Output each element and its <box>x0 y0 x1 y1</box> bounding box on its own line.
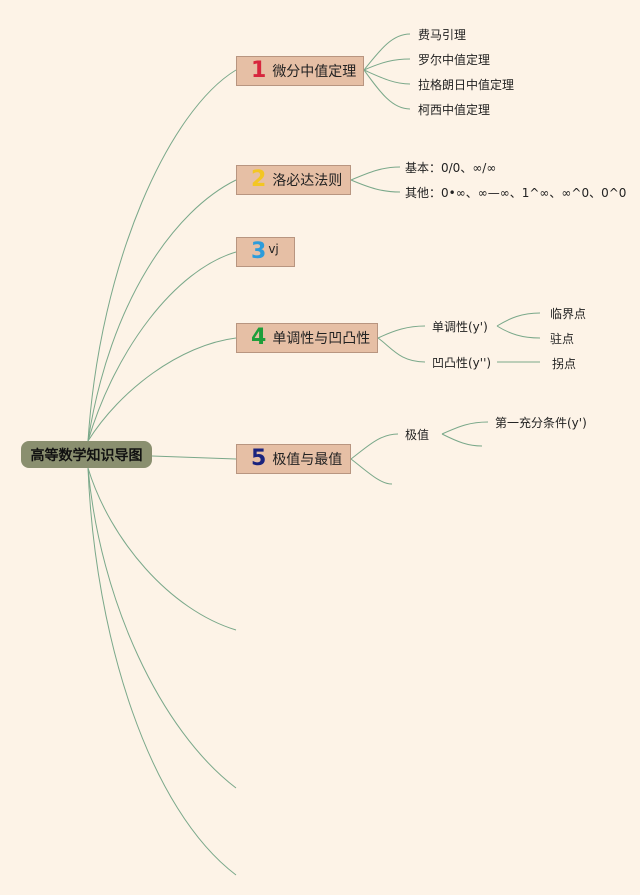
leaf-first-sufficient-condition[interactable]: 第一充分条件(y') <box>495 416 587 430</box>
topic-number-1: 1 <box>251 58 267 83</box>
topic-label-2: 洛必达法则 <box>272 173 343 189</box>
topic-number-5: 5 <box>251 446 267 471</box>
leaf-cauchy[interactable]: 柯西中值定理 <box>418 103 491 117</box>
leaf-critical-point[interactable]: 临界点 <box>550 307 587 321</box>
topic-node-4[interactable]: 4 单调性与凹凸性 <box>236 323 378 353</box>
leaf-lagrange[interactable]: 拉格朗日中值定理 <box>418 78 515 92</box>
topic-label-3: vj <box>268 242 279 256</box>
leaf-basic-forms[interactable]: 基本：0/0、∞/∞ <box>405 161 497 175</box>
topic-node-5[interactable]: 5 极值与最值 <box>236 444 351 474</box>
topic-number-3: 3 <box>251 239 267 264</box>
subtopic-concavity[interactable]: 凹凸性(y'') <box>432 356 492 370</box>
link-root-topic5 <box>151 455 237 460</box>
link-root-topic3 <box>87 251 237 442</box>
link-root-empty-1 <box>87 467 237 631</box>
link-root-topic2 <box>87 179 237 442</box>
topic-label-5: 极值与最值 <box>272 452 343 468</box>
root-node-label: 高等数学知识导图 <box>30 447 143 464</box>
leaf-stationary-point[interactable]: 驻点 <box>550 332 575 346</box>
leaf-rolle[interactable]: 罗尔中值定理 <box>418 53 491 67</box>
leaf-fermat[interactable]: 费马引理 <box>418 28 467 42</box>
subtopic-monotonicity[interactable]: 单调性(y') <box>432 320 488 334</box>
topic-label-1: 微分中值定理 <box>272 64 357 80</box>
root-node[interactable]: 高等数学知识导图 <box>21 441 152 468</box>
topic-node-1[interactable]: 1 微分中值定理 <box>236 56 364 86</box>
link-root-topic4 <box>87 337 237 442</box>
leaf-inflection-point[interactable]: 拐点 <box>552 357 577 371</box>
leaf-other-forms[interactable]: 其他：0•∞、∞—∞、1^∞、∞^0、0^0 <box>405 186 627 200</box>
topic-number-2: 2 <box>251 167 267 192</box>
topic-label-4: 单调性与凹凸性 <box>272 331 371 347</box>
link-root-empty-2 <box>87 467 237 789</box>
link-root-topic1 <box>87 69 237 442</box>
topic-node-2[interactable]: 2 洛必达法则 <box>236 165 351 195</box>
topic-number-4: 4 <box>251 325 267 350</box>
link-root-empty-3 <box>87 467 237 876</box>
topic-node-3[interactable]: 3 vj <box>236 237 295 267</box>
subtopic-extremum[interactable]: 极值 <box>405 428 430 442</box>
